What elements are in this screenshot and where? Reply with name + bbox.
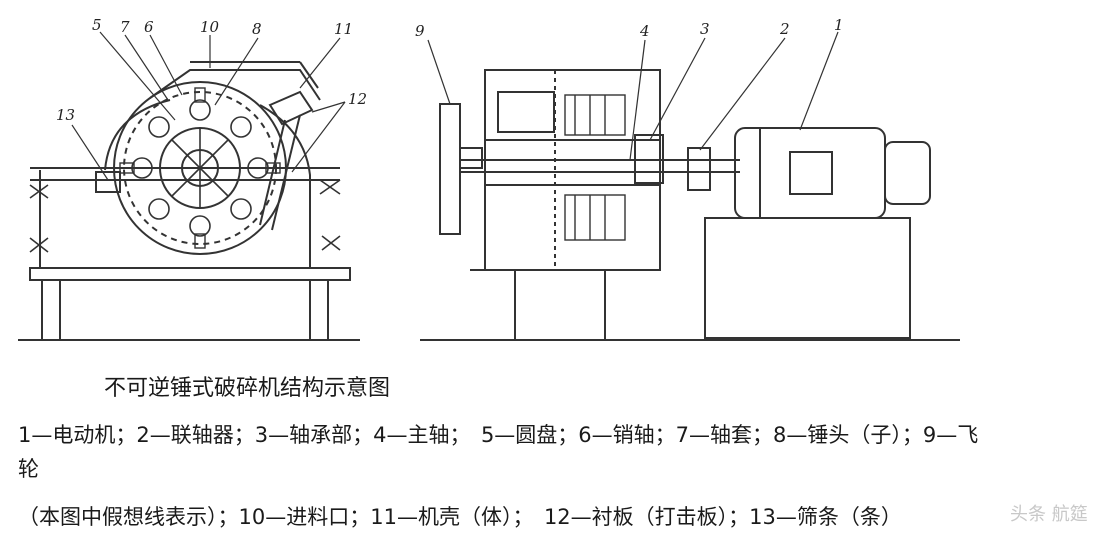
label-3: 3 — [700, 20, 710, 38]
label-11: 11 — [334, 20, 353, 38]
part-labels: 5 7 6 10 8 11 12 13 9 4 3 2 1 — [56, 16, 844, 124]
label-12: 12 — [348, 90, 367, 108]
label-9: 9 — [415, 22, 425, 40]
front-view — [420, 31, 960, 341]
legend-line-2: （本图中假想线表示）；10—进料口；11—机壳（体）； 12—衬板（打击板）；1… — [18, 505, 902, 529]
label-10: 10 — [200, 18, 220, 36]
crusher-structure-drawing: 5 7 6 10 8 11 12 13 9 4 3 2 1 — [18, 16, 960, 341]
watermark: 头条 航筵 — [1010, 504, 1088, 525]
side-section-view — [18, 31, 360, 341]
legend-line-1: 1—电动机；2—联轴器；3—轴承部；4—主轴； 5—圆盘；6—销轴；7—轴套；8… — [18, 423, 979, 447]
label-2: 2 — [779, 20, 790, 38]
label-6: 6 — [144, 18, 154, 36]
label-13: 13 — [56, 106, 75, 124]
label-7: 7 — [120, 18, 130, 36]
label-1: 1 — [834, 16, 844, 34]
legend-line-1-wrap: 轮 — [18, 457, 39, 481]
label-4: 4 — [639, 22, 650, 40]
label-5: 5 — [92, 16, 102, 34]
diagram-title: 不可逆锤式破碎机结构示意图 — [104, 376, 391, 401]
label-8: 8 — [252, 20, 262, 38]
